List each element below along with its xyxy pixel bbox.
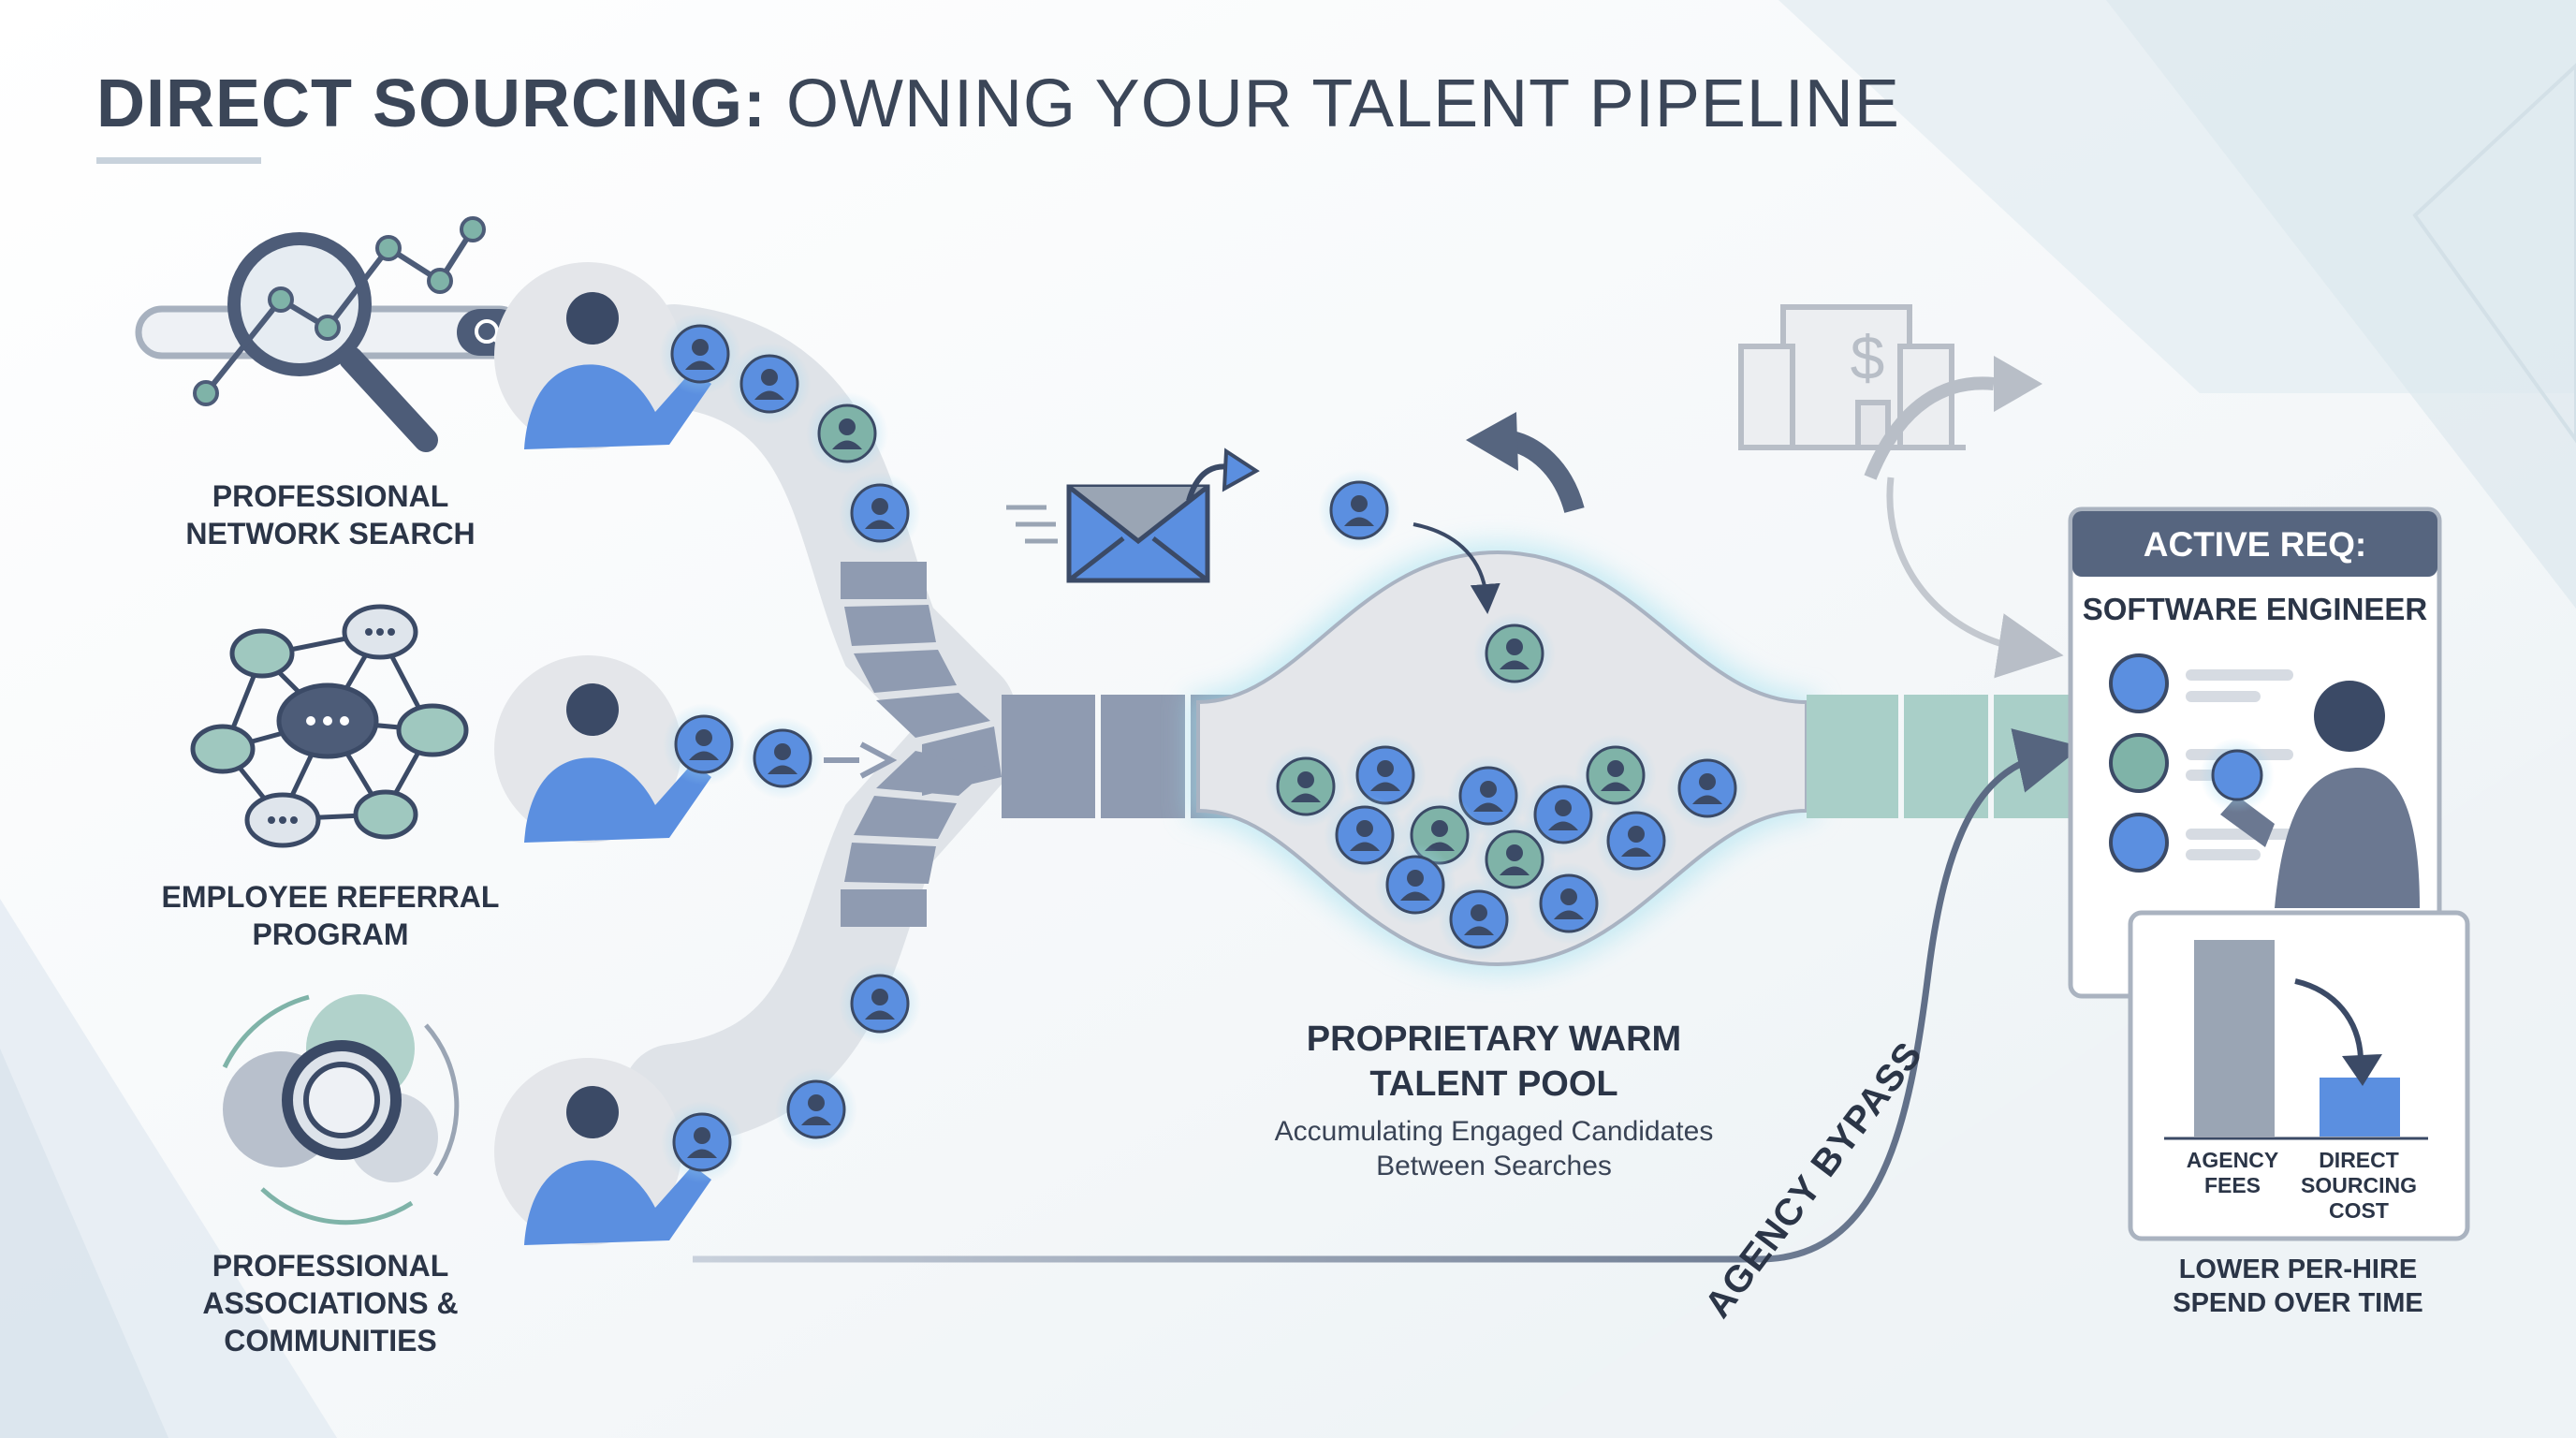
source-label-line: NETWORK SEARCH: [185, 517, 476, 550]
community-circles-icon: [222, 994, 460, 1225]
candidate-bubble: [1374, 844, 1456, 926]
source-label-line: PROFESSIONAL: [212, 1249, 449, 1283]
source-label-line: EMPLOYEE REFERRAL: [161, 880, 500, 914]
agency-bypass-arrow: [693, 728, 2083, 1263]
candidate-bubbles: [659, 313, 1749, 1183]
drop-into-pool-arrow: [1412, 522, 1500, 614]
candidate-bubble: [1447, 755, 1530, 837]
recruiter-figure-3: [494, 1058, 711, 1245]
source-label-network-search: PROFESSIONAL NETWORK SEARCH: [134, 477, 527, 552]
cost-caption-line: SPEND OVER TIME: [2173, 1288, 2423, 1318]
source-label-referral: EMPLOYEE REFERRAL PROGRAM: [134, 878, 527, 953]
candidate-bubble: [1318, 469, 1400, 551]
referral-arrow: [824, 741, 898, 779]
pool-subtitle-line: Between Searches: [1376, 1151, 1612, 1181]
cost-caption-line: LOWER PER-HIRE: [2178, 1255, 2418, 1284]
candidate-bubble: [839, 472, 921, 554]
bar-agency-fees: [2194, 940, 2275, 1137]
cost-comparison-card: [2128, 910, 2470, 1241]
title-underline: [96, 157, 261, 164]
bar-label-line: SOURCING: [2301, 1173, 2417, 1197]
page-title: DIRECT SOURCING: OWNING YOUR TALENT PIPE…: [96, 66, 1900, 142]
candidate-bubble: [775, 1068, 857, 1151]
bar-label-line: DIRECT: [2319, 1148, 2399, 1172]
email-outreach-icon: [1006, 448, 1260, 583]
cost-bars: [2194, 940, 2400, 1137]
bar-label-line: FEES: [2203, 1173, 2261, 1197]
candidate-bubble: [806, 392, 888, 475]
candidate-bubble: [1473, 612, 1556, 695]
source-label-line: ASSOCIATIONS &: [202, 1286, 459, 1320]
candidate-bubble: [839, 962, 921, 1045]
requisition-card: [2068, 506, 2442, 999]
source-label-associations: PROFESSIONAL ASSOCIATIONS & COMMUNITIES: [134, 1247, 527, 1359]
candidate-bubble: [1324, 794, 1406, 876]
candidate-bubble: [1528, 862, 1610, 945]
agency-to-req-arrow: [1886, 477, 2064, 679]
candidate-bubble: [741, 717, 824, 800]
recruiter-figure-1: [494, 262, 711, 449]
exit-pipe: [1807, 695, 2078, 818]
candidate-bubble: [1595, 800, 1677, 882]
pool-title: PROPRIETARY WARM TALENT POOL: [1213, 1017, 1775, 1107]
person-avatars: [494, 262, 711, 1245]
candidate-bubble: [663, 703, 745, 785]
source-label-line: PROFESSIONAL: [212, 479, 449, 513]
referral-network-icon: [190, 604, 469, 848]
requisition-role: SOFTWARE ENGINEER: [2082, 592, 2428, 626]
page-title-bold: DIRECT SOURCING:: [96, 66, 767, 141]
hiring-manager-figure: [2200, 681, 2420, 908]
svg-text:$: $: [1851, 323, 1885, 392]
agency-fee-arrow: [1864, 376, 1995, 480]
converging-pipe: [841, 562, 1002, 927]
bar-label-line: AGENCY: [2186, 1148, 2279, 1172]
candidate-bubble: [661, 1101, 743, 1183]
recruiter-figure-2: [494, 655, 711, 843]
bar-label-direct-sourcing: DIRECT SOURCING COST: [2293, 1148, 2424, 1224]
source-label-line: PROGRAM: [252, 917, 409, 951]
requisition-header: ACTIVE REQ:: [2143, 525, 2367, 564]
candidate-bubble: [659, 313, 741, 395]
candidate-bubble: [1265, 745, 1347, 828]
page-title-light: OWNING YOUR TALENT PIPELINE: [786, 66, 1900, 141]
candidate-bubble: [728, 343, 811, 425]
bar-label-agency-fees: AGENCY FEES: [2172, 1148, 2293, 1198]
candidate-bubble: [1438, 878, 1520, 961]
source-label-line: COMMUNITIES: [224, 1324, 437, 1357]
cost-caption: LOWER PER-HIRE SPEND OVER TIME: [2134, 1253, 2462, 1320]
bar-direct-sourcing-cost: [2320, 1078, 2400, 1137]
pool-title-line: PROPRIETARY WARM: [1306, 1020, 1682, 1059]
pool-title-line: TALENT POOL: [1369, 1064, 1618, 1104]
candidate-bubble: [1344, 734, 1427, 816]
bar-label-line: COST: [2329, 1198, 2389, 1223]
network-search-icon: [135, 216, 526, 452]
pool-subtitle: Accumulating Engaged Candidates Between …: [1213, 1114, 1775, 1183]
candidate-bubble: [1666, 747, 1749, 829]
pool-subtitle-line: Accumulating Engaged Candidates: [1274, 1116, 1714, 1147]
agency-building-icon: $: [1738, 304, 1966, 450]
